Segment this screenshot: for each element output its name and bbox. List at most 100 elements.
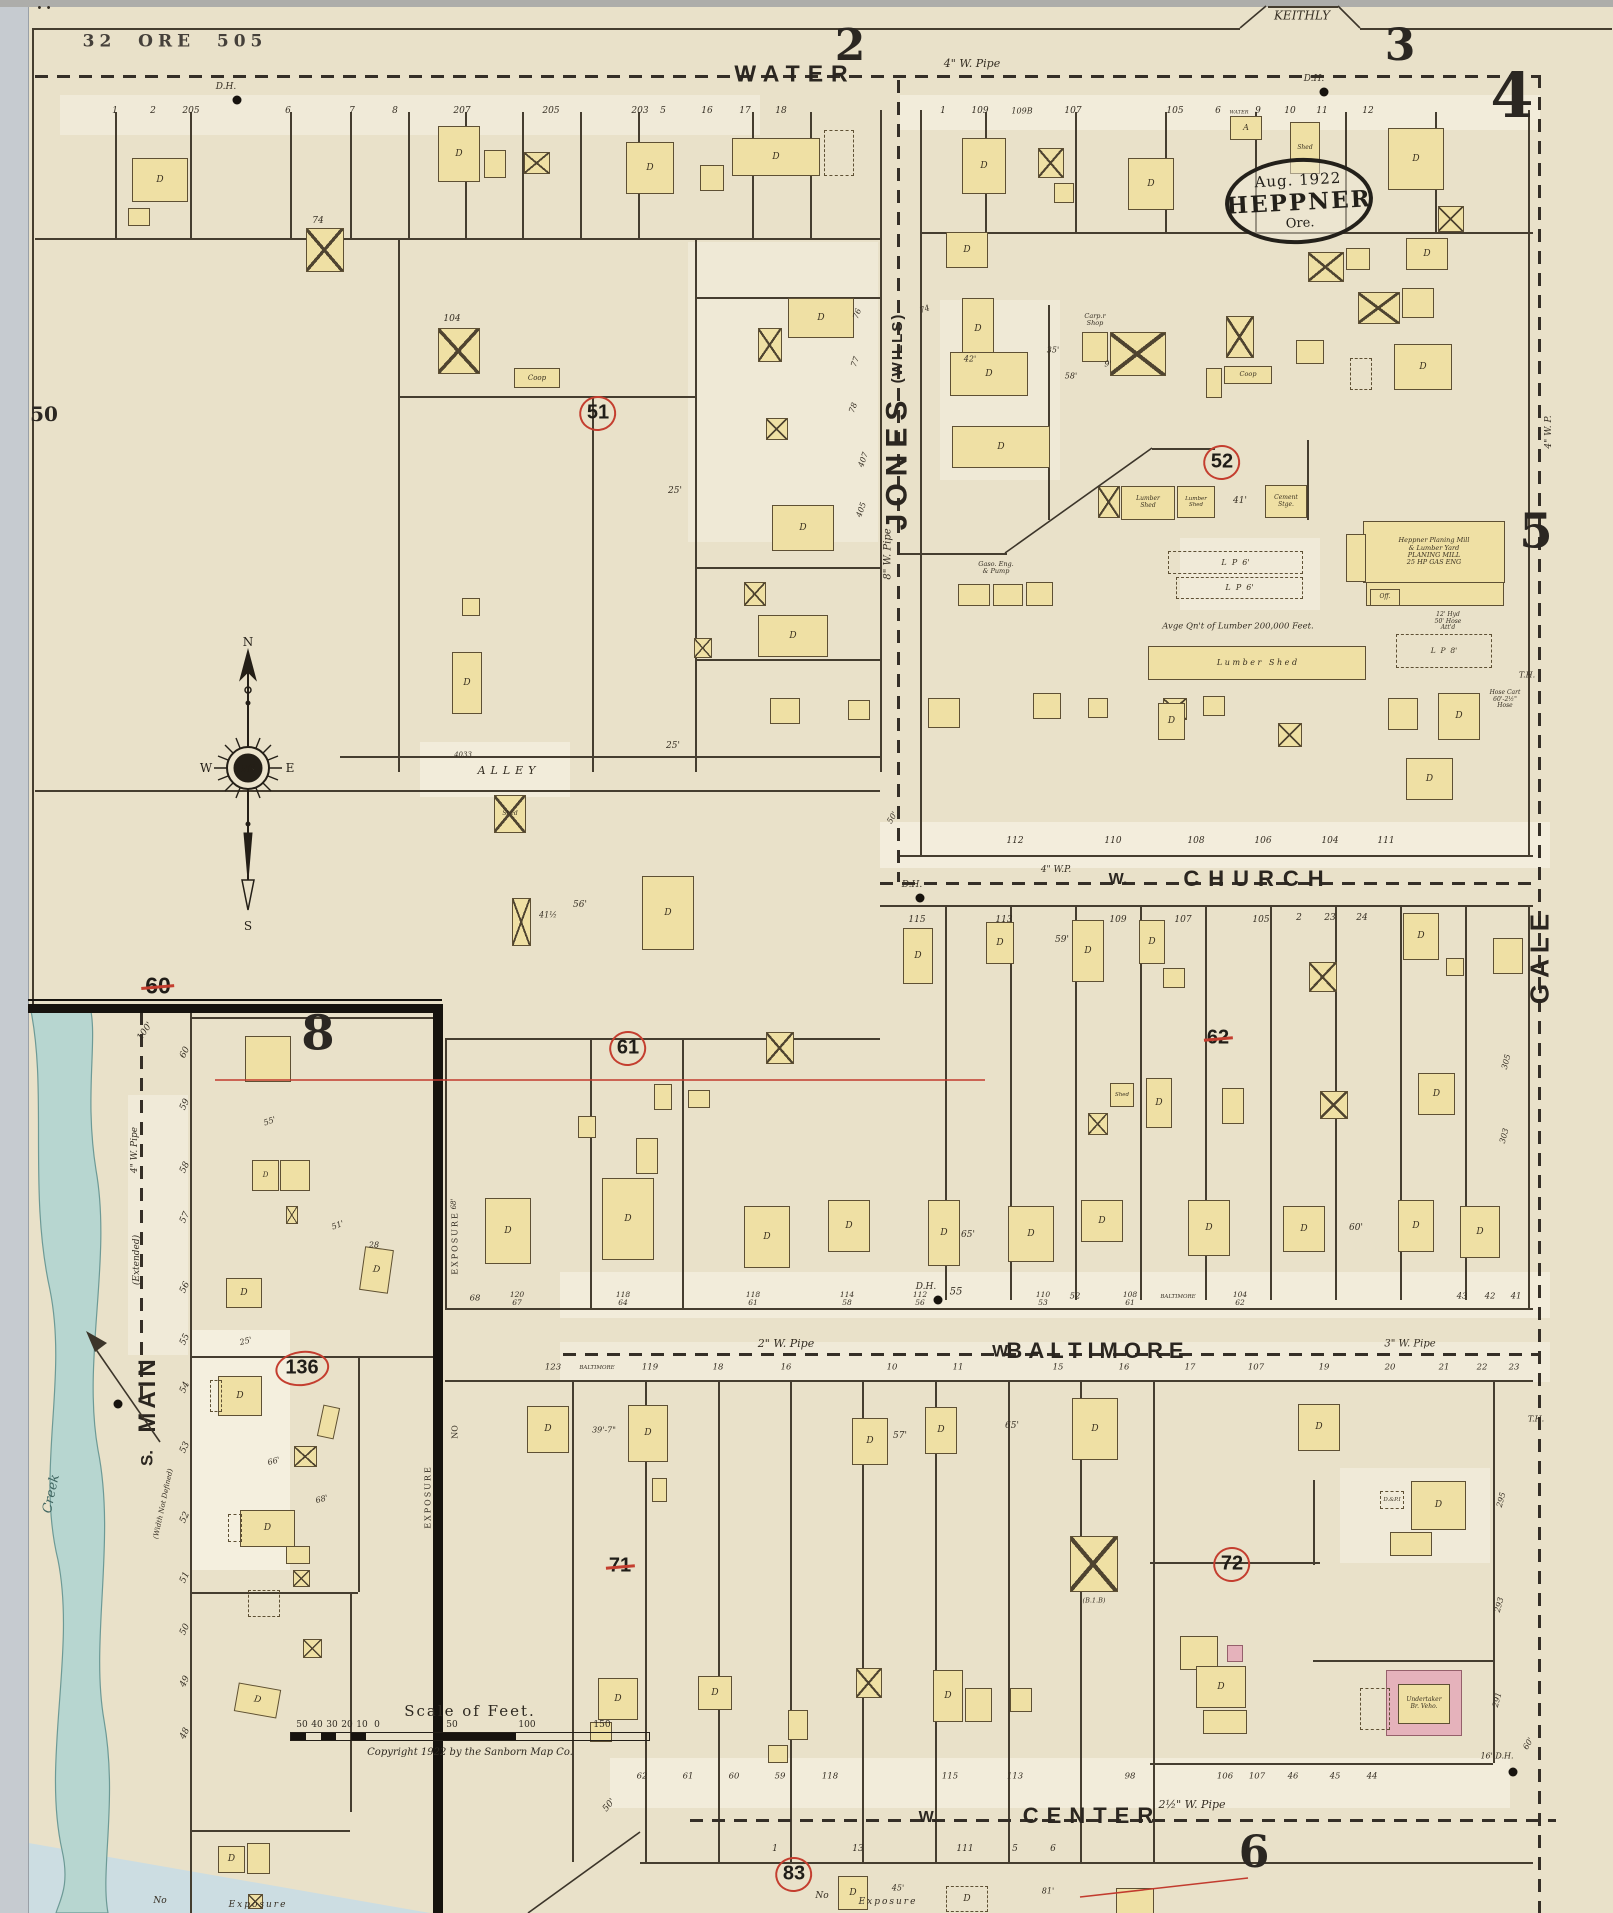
- lot-line: [640, 1862, 1533, 1864]
- building-d: D: [933, 1670, 963, 1722]
- hydrant-dot: [232, 95, 242, 105]
- building-d: D: [788, 298, 854, 338]
- map-label: 20: [1384, 1362, 1396, 1373]
- map-label: 60: [728, 1771, 740, 1782]
- map-label: 10: [886, 1362, 898, 1373]
- map-label: 11: [952, 1362, 964, 1373]
- map-label: T.H.: [1518, 670, 1536, 680]
- inset-border-bar: [433, 1004, 443, 1913]
- building: [654, 1084, 672, 1110]
- building-d: D: [962, 138, 1006, 194]
- building: [1222, 1088, 1244, 1124]
- map-label: (WILLS): [888, 312, 906, 384]
- map-label: 74: [312, 216, 324, 227]
- red-strike: [605, 1564, 635, 1570]
- map-label: 1: [772, 1844, 778, 1855]
- scale-segment: [321, 1733, 336, 1740]
- lot-line: [32, 28, 1240, 30]
- lot-line: [445, 1038, 447, 1308]
- map-label: 21: [1438, 1362, 1450, 1373]
- building: [524, 152, 550, 174]
- map-label: 12' Hyd 50' Hose Att'd: [1434, 611, 1462, 632]
- map-label: 8" W. Pipe: [882, 528, 894, 580]
- building-d: D: [1394, 344, 1452, 390]
- map-label: 6: [1215, 106, 1221, 117]
- scale-segment: [366, 1733, 441, 1740]
- building: [694, 638, 712, 658]
- street-dash-line: [35, 75, 1538, 78]
- map-label: 5: [1012, 1844, 1018, 1855]
- scale-segment: [291, 1733, 306, 1740]
- map-label: 293: [1492, 1596, 1506, 1614]
- paper-patch: [128, 1095, 188, 1355]
- district-number-51: 51: [577, 393, 619, 433]
- building: [1346, 248, 1370, 270]
- building-d: D: [1188, 1200, 1230, 1256]
- lot-line: [35, 790, 880, 792]
- map-label: 25': [668, 486, 682, 497]
- district-number-60: 60: [141, 973, 175, 1000]
- building: [484, 150, 506, 178]
- map-label: 107: [1064, 106, 1082, 117]
- map-label: 109: [971, 106, 989, 117]
- building: [744, 582, 766, 606]
- lot-line: [1360, 28, 1612, 30]
- building: [1010, 1688, 1032, 1712]
- map-label: 7: [349, 106, 355, 117]
- red-circle: [577, 393, 619, 433]
- map-label: 106: [1216, 1771, 1234, 1782]
- map-label: 207: [453, 106, 471, 117]
- map-label: 45: [1329, 1771, 1341, 1782]
- map-label: 15: [1052, 1362, 1064, 1373]
- map-label: 105: [1166, 106, 1184, 117]
- building: [766, 418, 788, 440]
- building: [965, 1688, 992, 1722]
- lot-line: [1528, 905, 1530, 1308]
- building: [700, 165, 724, 191]
- page-number-6: 6: [1238, 1826, 1270, 1878]
- map-label: 2" W. Pipe: [757, 1336, 815, 1350]
- building: [1346, 534, 1366, 582]
- map-label: 11: [1316, 106, 1328, 117]
- lot-line: [1080, 1380, 1082, 1862]
- map-label: D.H.: [215, 82, 237, 93]
- page-margin-top: [0, 0, 1613, 7]
- lot-line: [695, 659, 880, 661]
- building: [1320, 1091, 1348, 1119]
- map-label: 62: [636, 1771, 648, 1782]
- adjacent-owner-label: KEITHLY: [1273, 8, 1331, 23]
- building-d: D: [438, 126, 480, 182]
- map-label: 57': [893, 1431, 907, 1442]
- lot-line: [32, 28, 34, 1005]
- scale-title: Scale of Feet.: [404, 1702, 536, 1720]
- building-d: D: [952, 426, 1050, 468]
- map-label: 112 56: [912, 1289, 928, 1307]
- map-label: 16' D.H.: [1480, 1751, 1514, 1761]
- building: [1493, 938, 1523, 974]
- building: [848, 700, 870, 720]
- building: [768, 1745, 788, 1763]
- building: [245, 1036, 291, 1082]
- lot-line: [350, 112, 352, 238]
- map-label: 106: [1254, 836, 1272, 847]
- lot-line: [1268, 6, 1338, 8]
- lot-line: [1153, 1380, 1155, 1862]
- paper-patch: [560, 1342, 1550, 1382]
- building-d: D: [1283, 1206, 1325, 1252]
- lot-line: [522, 112, 524, 238]
- map-label: 42': [963, 354, 977, 364]
- lot-line: [897, 855, 1533, 857]
- building: [1038, 148, 1064, 178]
- map-label: 111: [956, 1844, 974, 1855]
- paper-patch: [900, 95, 1540, 130]
- lot-line: [695, 567, 880, 569]
- lot-line: [590, 1038, 592, 1308]
- lot-line: [1313, 1480, 1315, 1565]
- building: [1033, 693, 1061, 719]
- district-number-71: 71: [605, 1555, 635, 1578]
- map-label: EXPOSURE: [423, 1465, 433, 1529]
- map-label: WATER: [1229, 109, 1249, 116]
- scale-segment: [351, 1733, 366, 1740]
